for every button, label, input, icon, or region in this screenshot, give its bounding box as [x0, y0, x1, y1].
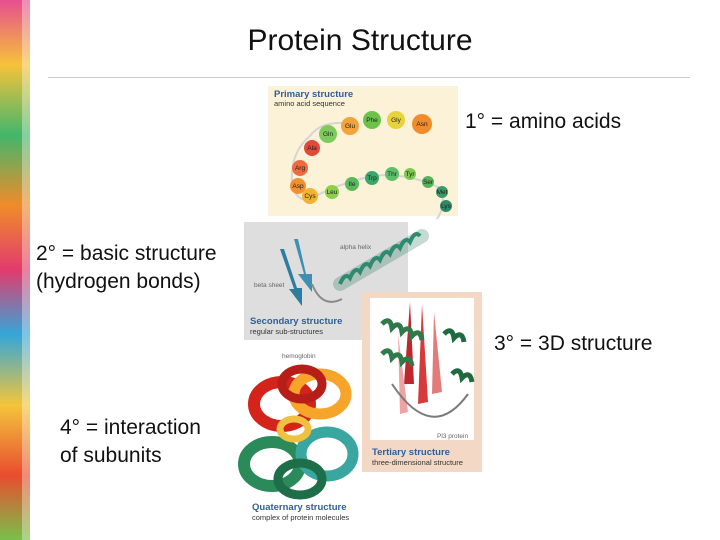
primary-structure-title: Primary structure — [274, 89, 353, 100]
quaternary-structure-subtitle: complex of protein molecules — [252, 513, 349, 522]
amino-acid-bead — [292, 160, 308, 176]
amino-acid-bead — [363, 111, 381, 129]
amino-acid-label: Lys — [441, 203, 452, 210]
protein-structure-illustration: Primary structure amino acid sequence Gl… — [238, 86, 482, 522]
amino-acid-label: Trp — [367, 175, 377, 182]
amino-acid-bead — [422, 176, 434, 188]
primary-structure-subtitle: amino acid sequence — [274, 99, 345, 108]
quaternary-top-label: hemoglobin — [282, 353, 316, 360]
amino-acid-label: Gly — [391, 117, 402, 124]
amino-acid-bead — [436, 186, 448, 198]
quaternary-structure-title: Quaternary structure — [252, 502, 347, 513]
amino-acid-bead — [440, 200, 452, 212]
tertiary-structure-subtitle: three-dimensional structure — [372, 458, 463, 467]
amino-acid-bead — [404, 168, 416, 180]
beta-strand-2 — [280, 249, 302, 306]
amino-acid-label: Asp — [292, 183, 304, 190]
beta-sheet-label: beta sheet — [254, 282, 285, 289]
caption-quaternary: 4° = interaction of subunits — [60, 416, 201, 467]
caption-secondary: 2° = basic structure (hydrogen bonds) — [36, 242, 217, 293]
amino-acid-label: Leu — [327, 189, 338, 196]
amino-acid-label: Thr — [387, 171, 398, 178]
amino-acid-label: Ser — [423, 179, 434, 186]
amino-acid-label: Ala — [307, 145, 317, 152]
alpha-helix — [333, 229, 429, 291]
secondary-structure-title: Secondary structure — [250, 316, 342, 327]
title-divider — [48, 77, 690, 78]
tertiary-structure-title: Tertiary structure — [372, 447, 450, 458]
amino-acid-bead — [385, 167, 399, 181]
amino-acid-label: Phe — [366, 117, 378, 124]
quaternary-complex — [238, 364, 359, 500]
amino-acid-bead — [412, 114, 432, 134]
slide-title: Protein Structure — [247, 24, 473, 57]
amino-acid-bead — [345, 177, 359, 191]
amino-acid-bead — [290, 178, 306, 194]
amino-acid-label: Asn — [416, 121, 428, 128]
caption-primary: 1° = amino acids — [465, 110, 622, 133]
amino-acid-bead — [304, 140, 320, 156]
beta-strand-1 — [294, 239, 312, 292]
secondary-structure-subtitle: regular sub-structures — [250, 327, 323, 336]
amino-acid-label: Ile — [349, 181, 356, 188]
amino-acid-bead — [325, 185, 339, 199]
amino-acid-label: Cys — [304, 193, 316, 200]
amino-acid-label: Gln — [323, 131, 334, 138]
quaternary-structure-panel: hemoglobin Quaternary structure complex … — [238, 353, 359, 522]
amino-acid-bead — [302, 188, 318, 204]
caption-tertiary: 3° = 3D structure — [494, 332, 653, 355]
amino-acid-bead — [341, 117, 359, 135]
amino-acid-label: Tyr — [405, 171, 415, 178]
alpha-helix-label: alpha helix — [340, 244, 372, 251]
amino-acid-label: Arg — [295, 165, 306, 172]
amino-acid-label: Glu — [345, 123, 356, 130]
amino-acid-bead — [319, 125, 337, 143]
decorative-left-stripe — [0, 0, 30, 540]
tertiary-protein-label: Pl3 protein — [437, 433, 468, 440]
primary-structure-panel: Primary structure amino acid sequence Gl… — [268, 86, 458, 220]
amino-acid-label: Met — [437, 189, 448, 196]
amino-acid-bead — [365, 171, 379, 185]
amino-acid-bead — [387, 111, 405, 129]
tertiary-structure-panel: Pl3 protein Tertiary structure three-dim… — [362, 292, 482, 472]
tertiary-fold — [380, 302, 475, 418]
